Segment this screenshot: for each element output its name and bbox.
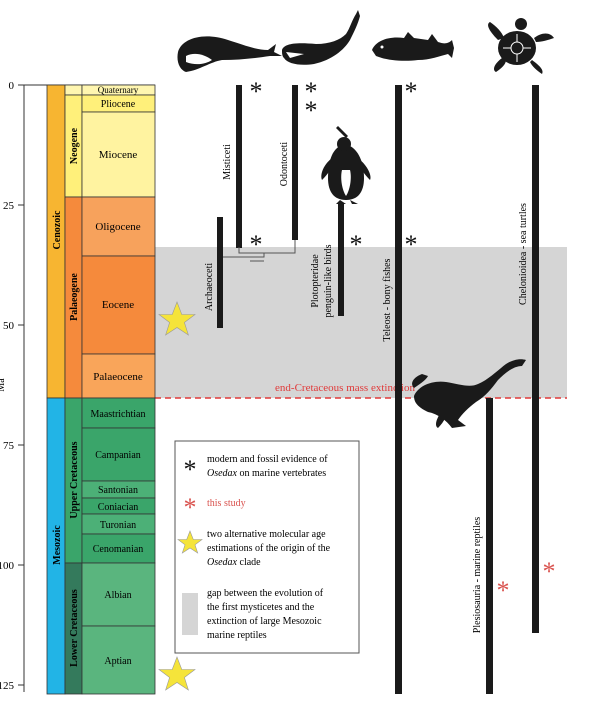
bar-plesiosauria — [486, 398, 493, 694]
label-chelonioidea: Chelonioidea - sea turtles — [518, 203, 529, 305]
legend-item1-line1: modern and fossil evidence of — [207, 454, 328, 465]
legend-gap-swatch — [182, 593, 198, 635]
star-icon — [158, 656, 196, 691]
epoch-quaternary: Quaternary — [98, 85, 139, 95]
bar-chelonioidea — [532, 85, 539, 633]
epoch-turonian: Turonian — [100, 520, 136, 531]
epoch-albian: Albian — [104, 590, 131, 601]
asterisk-icon: * — [250, 77, 263, 106]
legend-item4-line4: marine reptiles — [207, 630, 267, 641]
epoch-eocene: Eocene — [102, 299, 134, 311]
label-teleostei: Teleost - bony fishes — [382, 258, 393, 341]
axis-tick-125: 125 — [0, 680, 15, 692]
right-whale-icon — [177, 36, 282, 72]
sperm-whale-icon — [282, 10, 360, 65]
axis-tick-50: 50 — [3, 320, 15, 332]
legend-star-icon — [177, 530, 203, 554]
asterisk-icon: * — [405, 77, 418, 106]
label-archaeoceti: Archaeoceti — [204, 263, 215, 312]
epoch-santonian: Santonian — [98, 485, 138, 496]
legend-item2: this study — [207, 498, 246, 509]
period-lower-cretaceous-label: Lower Cretaceous — [69, 589, 80, 667]
axis-unit-label: Ma — [0, 378, 7, 392]
era-cenozoic-label: Cenozoic — [52, 210, 63, 249]
axis-ticks — [18, 84, 24, 686]
axis-tick-75: 75 — [3, 440, 15, 452]
star-icon — [158, 301, 196, 336]
axis-tick-0: 0 — [9, 80, 15, 92]
era-mesozoic-label: Mesozoic — [52, 525, 63, 565]
epoch-palaeocene: Palaeocene — [93, 371, 143, 383]
asterisk-icon: * — [497, 576, 510, 605]
legend-item1-line2: Osedax on marine vertebrates — [207, 468, 326, 479]
asterisks-evidence: * * * * * * * — [250, 77, 418, 259]
asterisks-this-study: * * — [497, 557, 556, 605]
bar-mysticeti — [236, 85, 242, 248]
period-palaeogene-label: Palaeogene — [69, 273, 80, 321]
epoch-miocene: Miocene — [99, 149, 138, 161]
asterisk-icon: * — [350, 230, 363, 259]
asterisk-icon: * — [305, 96, 318, 125]
bar-teleostei — [395, 85, 402, 694]
axis-tick-100: 100 — [0, 560, 15, 572]
period-neogene-label: Neogene — [69, 127, 80, 164]
epoch-column — [81, 84, 156, 695]
epoch-coniacian: Coniacian — [98, 502, 139, 513]
period-quaternary-blank — [64, 84, 83, 96]
asterisk-icon: * — [543, 557, 556, 586]
asterisk-icon: * — [250, 230, 263, 259]
axis-tick-25: 25 — [3, 200, 15, 212]
legend-item3-line3: Osedax clade — [207, 557, 261, 568]
label-plesiosauria: Plesiosauria - marine reptiles — [472, 517, 483, 633]
legend-item4-line1: gap between the evolution of — [207, 588, 324, 599]
epoch-maastrichtian: Maastrichtian — [91, 409, 146, 420]
legend-item4-line2: the first mysticetes and the — [207, 602, 315, 613]
bar-plotopteridae — [338, 203, 344, 316]
asterisk-icon: * — [305, 77, 318, 106]
legend-item3-line2: estimations of the origin of the — [207, 543, 331, 554]
label-odontoceti: Odontoceti — [279, 142, 290, 187]
legend-asterisk-study-icon: * — [184, 493, 197, 522]
legend-box — [174, 440, 360, 654]
legend-item3-line1: two alternative molecular age — [207, 529, 326, 540]
legend-asterisk-evidence-icon: * — [184, 455, 197, 484]
plesiosaur-icon — [412, 359, 526, 428]
epoch-campanian: Campanian — [95, 450, 141, 461]
phylogeny-connectors — [223, 240, 296, 262]
legend-item4-line3: extinction of large Mesozoic — [207, 616, 322, 627]
epoch-pliocene: Pliocene — [101, 99, 136, 110]
bar-odontoceti — [292, 85, 298, 240]
epoch-oligocene: Oligocene — [95, 221, 140, 233]
bar-archaeoceti — [217, 217, 223, 328]
epoch-aptian: Aptian — [104, 656, 131, 667]
label-penguin-like-birds: penguin-like birds — [323, 244, 334, 317]
epoch-cenomanian: Cenomanian — [93, 544, 144, 555]
cod-fish-icon — [372, 32, 454, 61]
penguin-bird-icon — [321, 126, 371, 204]
extinction-label: end-Cretaceous mass extinction — [275, 382, 415, 394]
period-upper-cretaceous-label: Upper Cretaceous — [69, 441, 80, 518]
label-mysticeti: Misticeti — [222, 144, 233, 180]
asterisk-icon: * — [405, 230, 418, 259]
label-plotopteridae: Plotopteridae — [310, 254, 321, 308]
sea-turtle-icon — [488, 18, 554, 74]
gap-band — [155, 247, 567, 398]
